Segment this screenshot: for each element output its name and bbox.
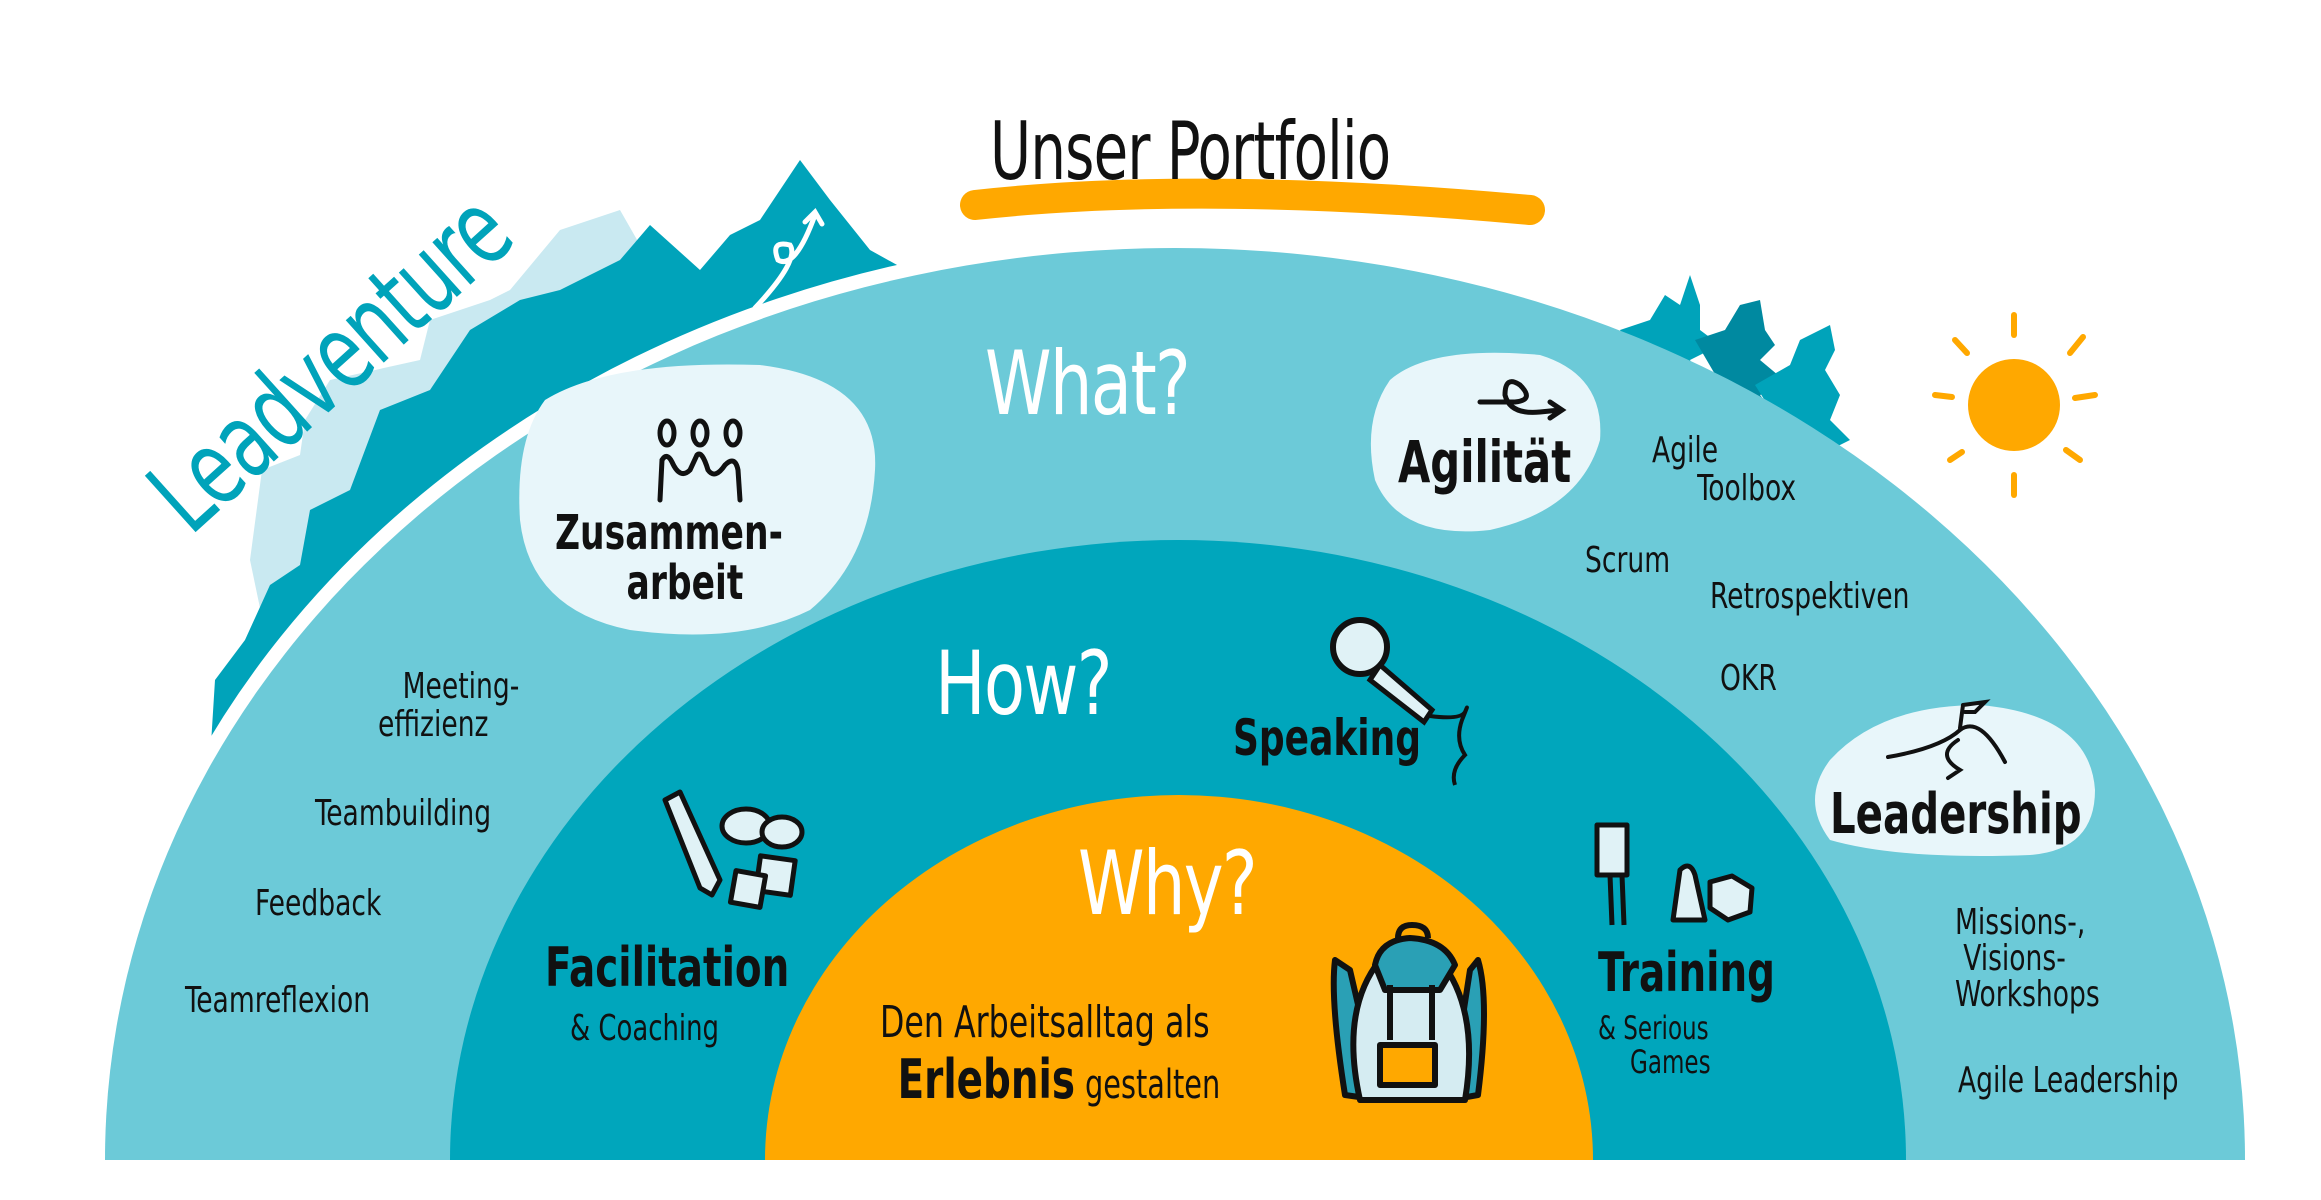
microphone-icon [1330, 617, 1469, 786]
blob-agilitaet [1370, 352, 1601, 532]
people-group-icon [657, 418, 743, 503]
sun-icon [1932, 312, 2098, 498]
topic-speaking: Speaking [1233, 709, 1422, 767]
item-agile-toolbox-line1: Agile [1652, 430, 1719, 471]
topic-facilitation: Facilitation [545, 936, 790, 999]
item-agile-toolbox: Agile Toolbox [1652, 432, 1796, 508]
item-agile-leadership: Agile Leadership [1958, 1060, 2179, 1101]
topic-zusammenarbeit-line2: arbeit [626, 555, 744, 612]
item-missions-visions-workshops: Missions-, Visions- Workshops [1955, 905, 2100, 1013]
item-retrospektiven: Retrospektiven [1710, 576, 1910, 617]
item-missions-line1: Missions-, [1955, 902, 2086, 943]
blob-leadership [1815, 705, 2095, 856]
why-statement-line1: Den Arbeitsalltag als [880, 997, 1210, 1048]
item-meeting-effizienz: Meeting- effizienz [378, 668, 519, 744]
topic-zusammenarbeit-line1: Zusammen- [555, 505, 783, 561]
backpack-icon [1330, 922, 1487, 1103]
heading-how: How? [935, 632, 1112, 735]
blob-zusammenarbeit [519, 364, 876, 635]
item-teambuilding: Teambuilding [315, 793, 492, 834]
heading-what: What? [985, 332, 1191, 435]
topic-training: Training [1598, 941, 1775, 1004]
item-meeting-effizienz-line2: effizienz [378, 703, 489, 745]
flipchart-pawn-dice-icon [1594, 822, 1755, 926]
topic-agilitaet: Agilität [1398, 428, 1572, 496]
item-teamreflexion: Teamreflexion [185, 980, 371, 1021]
item-meeting-effizienz-line1: Meeting- [402, 666, 520, 707]
why-statement: Den Arbeitsalltag als Erlebnis gestalten [880, 997, 1221, 1112]
item-feedback: Feedback [255, 883, 382, 924]
heading-why: Why? [1078, 832, 1258, 935]
page-title: Unser Portfolio [990, 105, 1391, 198]
item-missions-line3: Workshops [1955, 974, 2100, 1015]
topic-training-sub-line2: Games [1630, 1042, 1711, 1081]
loop-arrow-icon [1477, 379, 1567, 421]
topic-leadership: Leadership [1830, 782, 2082, 847]
item-okr: OKR [1720, 658, 1777, 699]
why-statement-line2: gestalten [1085, 1062, 1221, 1109]
topic-zusammenarbeit: Zusammen- arbeit [555, 508, 783, 609]
topic-facilitation-sub: & Coaching [570, 1008, 720, 1049]
growth-arrow-icon [752, 207, 825, 311]
topic-training-sub: & Serious Games [1598, 1009, 1711, 1081]
why-statement-emphasis: Erlebnis [897, 1048, 1075, 1112]
title-underline [960, 178, 1545, 225]
item-missions-line2: Visions- [1963, 938, 2066, 979]
pencil-speech-notes-icon [662, 789, 805, 910]
topic-training-sub-line1: & Serious [1598, 1009, 1709, 1047]
item-agile-toolbox-line2: Toolbox [1697, 467, 1797, 509]
mountain-flag-icon [1886, 699, 2007, 780]
item-scrum: Scrum [1585, 540, 1671, 581]
